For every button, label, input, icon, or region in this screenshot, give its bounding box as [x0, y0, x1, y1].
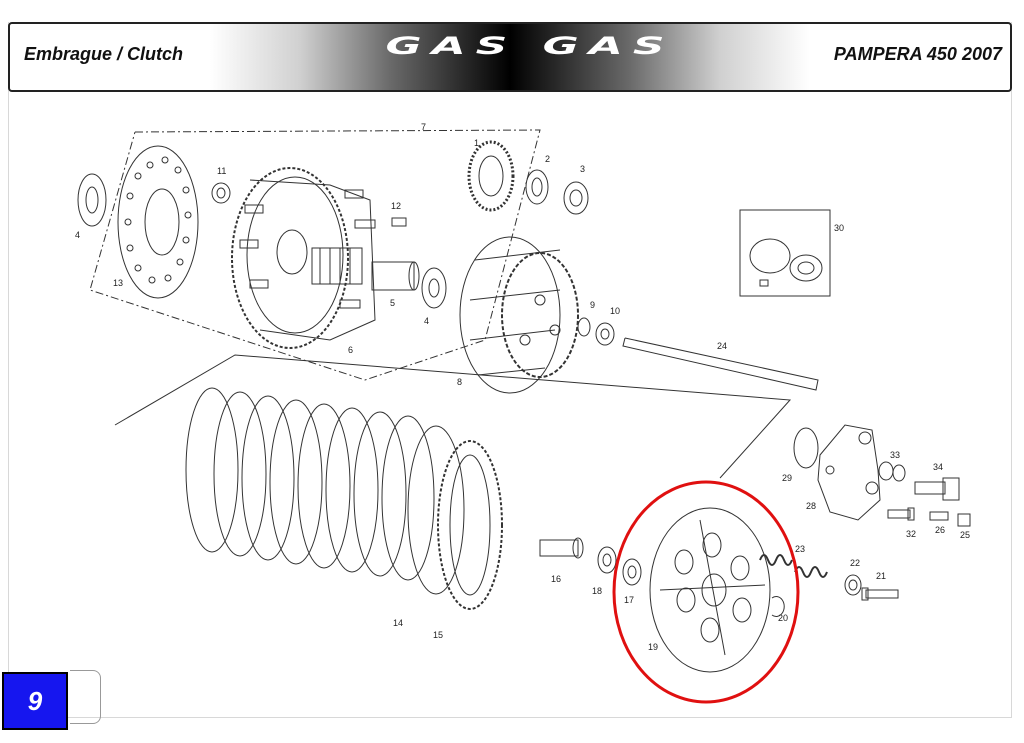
seal-kit-30: [739, 209, 831, 297]
callout-25: 25: [960, 530, 970, 540]
part-11: [211, 182, 231, 204]
banjo-bolt-34: [914, 477, 960, 501]
o-ring-29: [793, 427, 819, 469]
callout-11: 11: [217, 166, 226, 176]
callout-10: 10: [610, 306, 620, 316]
callout-8: 8: [457, 377, 462, 387]
model-title: PAMPERA 450 2007: [833, 44, 1002, 64]
part-9: [577, 317, 591, 337]
callout-7: 7: [421, 122, 426, 132]
callout-30: 30: [834, 223, 844, 233]
callout-3: 3: [580, 164, 585, 174]
page-number-badge: 9: [2, 672, 68, 730]
callout-28: 28: [806, 501, 816, 511]
springs-23: [759, 554, 828, 578]
callout-16: 16: [551, 574, 561, 584]
pressure-plate-19: [649, 507, 771, 673]
ring-2: [525, 169, 549, 205]
callout-4-right: 4: [424, 316, 429, 326]
callout-34: 34: [933, 462, 943, 472]
callout-19: 19: [648, 642, 658, 652]
cap-25: [957, 513, 971, 527]
washer-4-right: [421, 267, 447, 309]
drive-plate-13: [117, 145, 199, 299]
callout-21: 21: [876, 571, 886, 581]
callout-23: 23: [795, 544, 805, 554]
brand-logo: GAS GAS: [385, 31, 675, 60]
washer-22: [844, 574, 862, 596]
clutch-basket: [231, 167, 376, 349]
bushing-5: [371, 261, 420, 291]
bearing-3: [563, 181, 589, 215]
circlip-20: [771, 596, 785, 617]
gear-1: [467, 140, 515, 212]
highlight-circle: [612, 480, 800, 704]
callout-20: 20: [778, 613, 788, 623]
callout-14: 14: [393, 618, 403, 628]
slave-cylinder-28: [817, 424, 881, 521]
callout-5: 5: [390, 298, 395, 308]
callout-17: 17: [624, 595, 634, 605]
callout-22: 22: [850, 558, 860, 568]
section-title: Embrague / Clutch: [24, 44, 184, 64]
bearing-18: [597, 546, 617, 574]
assembly-boundary-7: [89, 129, 541, 381]
callout-6: 6: [348, 345, 353, 355]
callout-33: 33: [890, 450, 900, 460]
plate-pack-boundary: [114, 354, 792, 479]
callout-1: 1: [474, 138, 479, 148]
inner-hub-8: [459, 236, 579, 394]
screw-26: [929, 511, 949, 521]
callout-18: 18: [592, 586, 602, 596]
washer-17: [622, 558, 642, 586]
callout-29: 29: [782, 473, 792, 483]
callout-24: 24: [717, 341, 727, 351]
header-bar: [8, 22, 1012, 92]
washer-4-left: [77, 173, 107, 227]
page-frame: [8, 22, 1012, 718]
badge-tab: [70, 670, 101, 724]
callout-26: 26: [935, 525, 945, 535]
callout-4-left: 4: [75, 230, 80, 240]
part-16: [539, 537, 584, 559]
bolt-21: [861, 587, 899, 601]
callout-13: 13: [113, 278, 123, 288]
friction-plates-14-15: [185, 387, 503, 610]
callout-32: 32: [906, 529, 916, 539]
needle-bearing-6: [311, 247, 363, 285]
callout-2: 2: [545, 154, 550, 164]
callout-12: 12: [391, 201, 401, 211]
seals-33: [878, 461, 906, 482]
bleeder-32: [887, 507, 915, 521]
pin-12: [391, 217, 407, 227]
nut-10: [595, 322, 615, 346]
push-rod-24: [622, 337, 819, 391]
callout-9: 9: [590, 300, 595, 310]
callout-15: 15: [433, 630, 443, 640]
